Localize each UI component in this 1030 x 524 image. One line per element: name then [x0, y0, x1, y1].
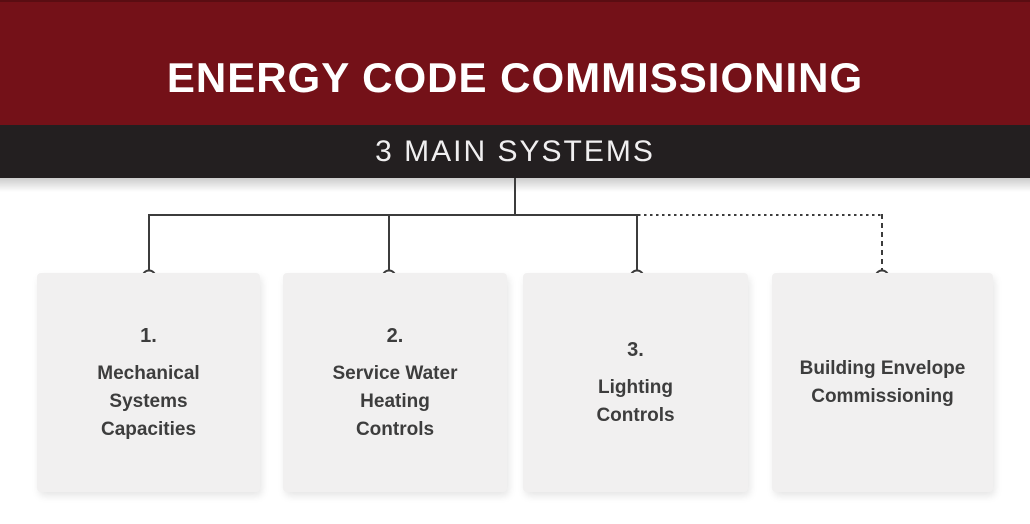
subtitle: 3 MAIN SYSTEMS [375, 134, 655, 168]
card-building-envelope-commissioning: Building Envelope Commissioning [772, 273, 993, 492]
page-title: ENERGY CODE COMMISSIONING [166, 53, 864, 101]
card-label-line: Controls [596, 404, 675, 426]
banner-shadow [0, 178, 1030, 192]
card-number: 1. [140, 324, 157, 347]
card-label-line: Building Envelope [799, 357, 966, 379]
card-label-line: Heating [360, 390, 430, 412]
card-label-line: Capacities [100, 418, 197, 440]
card-number: 3. [627, 338, 644, 361]
card-service-water-heating-controls: 2. Service Water Heating Controls [283, 273, 507, 492]
title-banner: ENERGY CODE COMMISSIONING [0, 0, 1030, 125]
card-label-line: Lighting [598, 376, 673, 398]
card-label-line: Controls [355, 418, 435, 440]
card-lighting-controls: 3. Lighting Controls [523, 273, 748, 492]
card-label-line: Mechanical [97, 362, 200, 384]
card-mechanical-systems-capacities: 1. Mechanical Systems Capacities [37, 273, 260, 492]
card-number: 2. [386, 324, 404, 347]
card-label-line: Commissioning [811, 385, 954, 407]
card-label-line: Systems [109, 390, 188, 412]
subtitle-banner: 3 MAIN SYSTEMS [0, 125, 1030, 178]
card-label-line: Service Water [332, 362, 458, 384]
